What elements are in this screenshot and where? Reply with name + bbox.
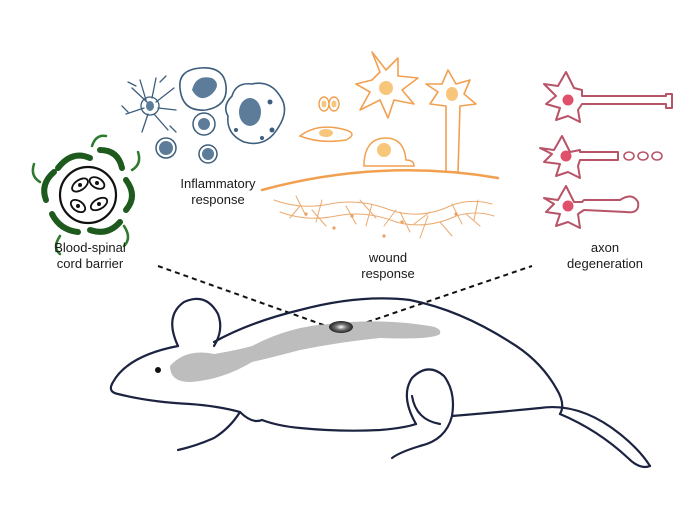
label-line: cord barrier [56,256,124,271]
label-line: response [361,266,415,281]
lesion-site-icon [329,321,353,333]
glial-cells-icon [260,51,500,239]
connector-left [157,265,333,329]
label-inflammatory-response: Inflammatory response [158,176,278,208]
spinal-cord-shape [170,321,441,382]
label-line: axon [590,240,620,255]
label-line: degeneration [567,256,643,271]
rat-outline-icon [109,297,652,469]
dashed-connectors [157,265,533,329]
label-wound-response: wound response [328,250,448,282]
blood-spinal-barrier-icon [31,134,141,256]
rat-eye [155,367,161,373]
immune-cells-icon [121,67,286,164]
label-blood-spinal-cord-barrier: Blood-spinal cord barrier [20,240,160,272]
label-line: Inflammatory [180,176,256,191]
neuron-icon [539,71,673,229]
label-line: response [191,192,245,207]
label-line: wound [368,250,408,265]
label-axon-degeneration: axon degeneration [540,240,670,272]
label-line: Blood-spinal [54,240,126,255]
